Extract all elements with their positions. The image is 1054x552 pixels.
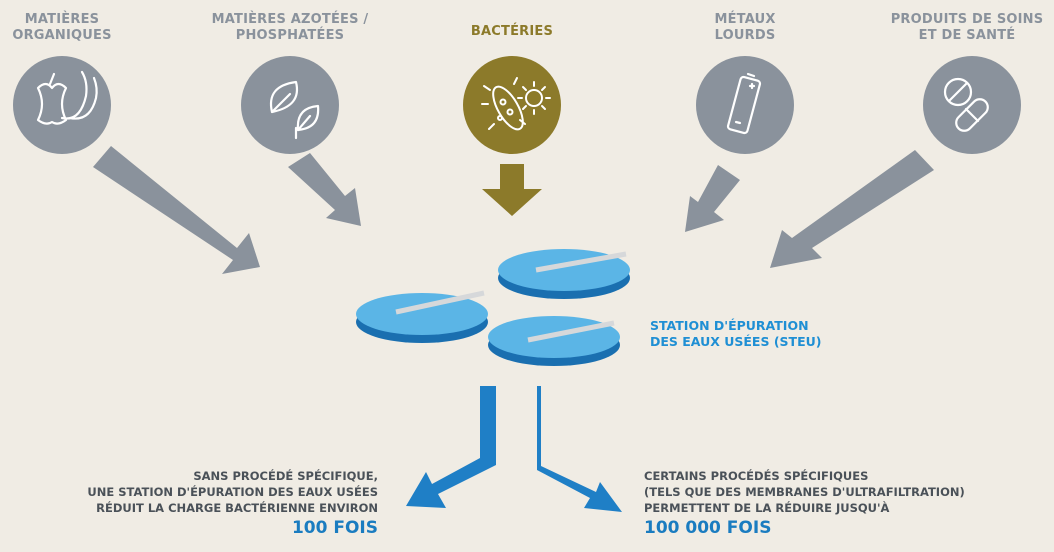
label-line: PRODUITS DE SOINS — [890, 12, 1044, 27]
disk-right — [488, 316, 620, 366]
arrow-azote — [288, 153, 361, 226]
outcome-right-text: CERTAINS PROCÉDÉS SPÉCIFIQUES (TELS QUE … — [644, 468, 965, 538]
label-line: MÉTAUX — [714, 12, 776, 27]
leaf-icon — [241, 56, 339, 154]
pills-icon — [923, 56, 1021, 154]
label-line: MATIÈRES AZOTÉES / — [211, 12, 369, 27]
arrow-care — [770, 150, 934, 268]
arrow-outcome-right — [537, 386, 622, 512]
label-line: ET DE SANTÉ — [918, 28, 1016, 43]
outcome-line: UNE STATION D'ÉPURATION DES EAUX USÉES — [87, 485, 378, 499]
arrow-organic — [93, 146, 260, 274]
arrow-bacteria — [482, 164, 542, 216]
label-line: ORGANIQUES — [12, 28, 112, 43]
station-disks — [356, 249, 630, 366]
label-line: PHOSPHATÉES — [235, 28, 345, 43]
battery-icon — [696, 56, 794, 154]
outcome-line: CERTAINS PROCÉDÉS SPÉCIFIQUES — [644, 469, 869, 483]
bacteria-icon — [463, 56, 561, 154]
outcome-line: PERMETTENT DE LA RÉDUIRE JUSQU'À — [644, 501, 890, 515]
disk-top — [498, 249, 630, 299]
label-azote: MATIÈRES AZOTÉES / PHOSPHATÉES — [200, 12, 380, 44]
disk-left — [356, 290, 488, 343]
fruit-icon — [13, 56, 111, 154]
outcome-left-highlight: 100 FOIS — [291, 518, 378, 538]
outcome-left-text: SANS PROCÉDÉ SPÉCIFIQUE, UNE STATION D'É… — [87, 468, 378, 538]
label-line: BACTÉRIES — [470, 24, 554, 39]
station-label: STATION D'ÉPURATION DES EAUX USÉES (STEU… — [650, 318, 821, 350]
label-bacteria: BACTÉRIES — [452, 24, 572, 40]
label-organic: MATIÈRES ORGANIQUES — [2, 12, 122, 44]
label-line: MATIÈRES — [24, 12, 100, 27]
outcome-right-highlight: 100 000 FOIS — [644, 518, 772, 538]
station-label-line: DES EAUX USÉES (STEU) — [650, 334, 822, 349]
label-metals: MÉTAUX LOURDS — [690, 12, 800, 44]
label-care: PRODUITS DE SOINS ET DE SANTÉ — [882, 12, 1052, 44]
label-line: LOURDS — [714, 28, 776, 43]
outcome-line: SANS PROCÉDÉ SPÉCIFIQUE, — [193, 469, 378, 483]
arrow-metals — [685, 165, 740, 232]
outcome-line: (TELS QUE DES MEMBRANES D'ULTRAFILTRATIO… — [644, 485, 965, 499]
station-label-line: STATION D'ÉPURATION — [650, 318, 809, 333]
arrow-outcome-left — [406, 386, 496, 508]
outcome-line: RÉDUIT LA CHARGE BACTÉRIENNE ENVIRON — [96, 501, 378, 515]
